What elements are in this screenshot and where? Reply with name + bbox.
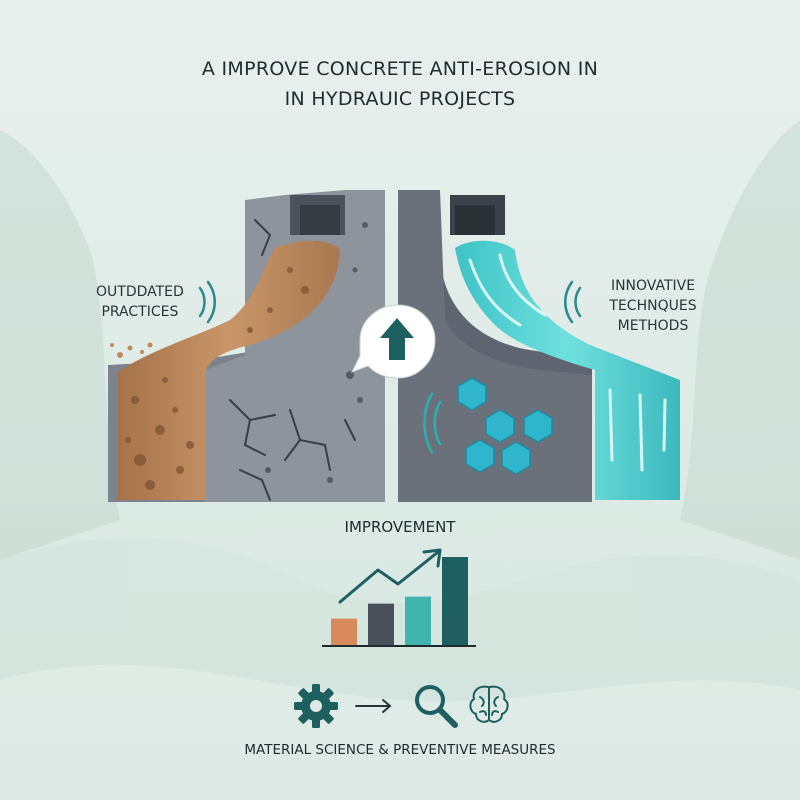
improvement-bar-1 — [331, 618, 357, 645]
magnifier-icon — [415, 685, 458, 728]
water-flow — [455, 240, 680, 501]
right-panel-label: INNOVATIVE TECHNQUES METHODS — [598, 276, 708, 336]
right-panel-innovative — [398, 190, 680, 502]
left-panel-outdated — [108, 190, 385, 502]
improvement-bar-4 — [442, 557, 468, 645]
improvement-bar-2 — [368, 603, 394, 645]
brain-icon — [469, 685, 509, 723]
arrow-right-icon — [355, 699, 392, 713]
cracks — [229, 219, 356, 501]
arrow-up-icon — [350, 304, 436, 379]
page-title-line2: IN HYDRAUIC PROJECTS — [284, 88, 516, 110]
improvement-label: IMPROVEMENT — [344, 518, 456, 536]
left-label-line2: PRACTICES — [101, 304, 179, 320]
hexagon-cluster — [457, 377, 553, 475]
sediment-flow — [118, 240, 340, 501]
bottom-caption: MATERIAL SCIENCE & PREVENTIVE MEASURES — [244, 742, 556, 758]
background-mountains — [0, 120, 800, 800]
right-label-line3: METHODS — [617, 318, 689, 334]
improvement-bar-chart — [322, 557, 476, 647]
right-label-line1: INNOVATIVE — [610, 278, 696, 294]
sound-wave-left — [198, 280, 216, 324]
gear-icon — [294, 684, 338, 728]
right-label-line2: TECHNQUES — [609, 298, 697, 314]
sound-wave-right — [564, 280, 582, 324]
trend-arrow-icon — [338, 548, 442, 604]
left-label-line1: OUTDDATED — [96, 284, 184, 300]
improvement-bar-3 — [405, 596, 431, 645]
left-panel-label: OUTDDATED PRACTICES — [96, 282, 184, 322]
page-title-line1: A IMPROVE CONCRETE ANTI-EROSION IN — [201, 58, 599, 80]
